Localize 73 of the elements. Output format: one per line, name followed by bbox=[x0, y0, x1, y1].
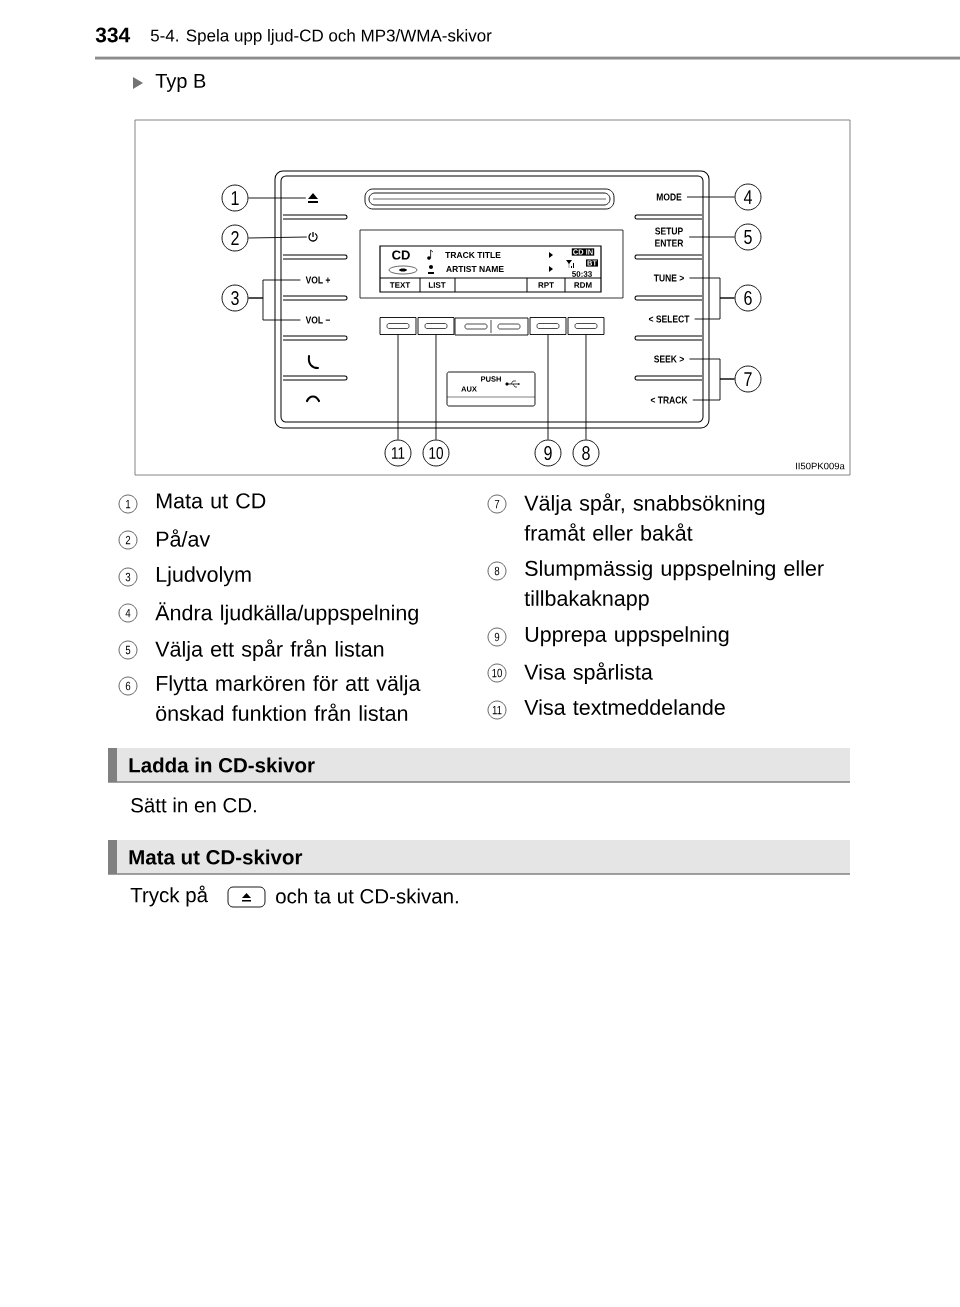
callout-number: 11 bbox=[384, 439, 412, 467]
button-label: SETUP ENTER bbox=[655, 227, 684, 247]
display-text: ARTIST NAME bbox=[446, 266, 504, 272]
page-number: 334 bbox=[95, 27, 131, 43]
item-number: 2 bbox=[118, 530, 138, 550]
display-text: LIST bbox=[428, 282, 446, 288]
callout-number: 10 bbox=[422, 439, 450, 467]
leader-line bbox=[397, 334, 399, 440]
button-label: VOL + bbox=[305, 276, 331, 284]
item-description: Välja spår, snabbsökning framåt eller bakåt bbox=[524, 493, 765, 541]
subheading: Typ B bbox=[155, 74, 206, 92]
callout-number: 2 bbox=[221, 224, 249, 252]
item-description: Flytta markören för att välja önskad funktion från listan bbox=[156, 675, 421, 721]
leader-line bbox=[692, 378, 735, 401]
callout-number: 9 bbox=[534, 439, 562, 467]
item-number: 9 bbox=[487, 627, 507, 647]
leader-line bbox=[248, 236, 308, 239]
item-number: 6 bbox=[118, 676, 138, 696]
button-label: MODE bbox=[656, 193, 682, 201]
body-text: Sätt in en CD. bbox=[131, 797, 256, 813]
eject-button bbox=[308, 193, 318, 203]
item-description: Ljudvolym bbox=[156, 566, 251, 587]
display-text: 50:33 bbox=[572, 271, 592, 277]
leader-line bbox=[585, 334, 587, 440]
button-label: TUNE > bbox=[653, 274, 684, 282]
display-text: RPT bbox=[538, 282, 554, 288]
callout-number: 5 bbox=[734, 223, 762, 251]
item-description: På/av bbox=[156, 529, 211, 547]
item-description: Mata ut CD bbox=[156, 493, 266, 509]
item-description: Visa textmeddelande bbox=[524, 699, 725, 715]
leader-line bbox=[547, 334, 549, 440]
section-heading-band: Ladda in CD-skivor bbox=[107, 748, 851, 783]
leader-line bbox=[435, 334, 437, 440]
figure-code: II50PK009a bbox=[796, 462, 845, 470]
item-description: Slumpmässig uppspelning eller tillbakaknapp bbox=[524, 560, 824, 611]
item-number: 3 bbox=[118, 567, 138, 587]
item-number: 10 bbox=[487, 663, 507, 683]
callout-number: 8 bbox=[572, 439, 600, 467]
callout-number: 3 bbox=[221, 284, 249, 312]
power-button bbox=[308, 231, 318, 242]
item-number: 1 bbox=[118, 494, 138, 514]
item-description: Upprepa uppspelning bbox=[525, 626, 729, 647]
callout-number: 1 bbox=[221, 184, 249, 212]
display-button bbox=[567, 317, 605, 335]
callout-number: 6 bbox=[734, 284, 762, 312]
item-number: 11 bbox=[487, 700, 507, 720]
item-number: 5 bbox=[118, 640, 138, 660]
button-label: < SELECT bbox=[648, 315, 690, 323]
leader-line bbox=[694, 297, 735, 320]
item-description: Ändra ljudkälla/uppspelning bbox=[155, 602, 418, 625]
leader-line bbox=[248, 197, 307, 199]
callout-number: 7 bbox=[734, 365, 762, 393]
item-number: 7 bbox=[487, 494, 507, 514]
display-text: TEXT bbox=[389, 282, 411, 288]
display-text: CD bbox=[392, 250, 410, 260]
running-header: 5-4. Spela upp ljud-CD och MP3/WMA-skivor bbox=[150, 29, 492, 45]
display-button bbox=[529, 317, 567, 335]
item-number: 8 bbox=[487, 561, 507, 581]
leader-line bbox=[686, 196, 735, 198]
display-button bbox=[379, 317, 417, 335]
leader-line bbox=[248, 297, 301, 321]
button-label: VOL − bbox=[305, 316, 331, 324]
leader-line bbox=[688, 236, 735, 238]
item-description: Välja ett spår från listan bbox=[155, 639, 384, 661]
button-label: SEEK > bbox=[654, 355, 684, 363]
button-label: < TRACK bbox=[650, 396, 688, 404]
callout-number: 4 bbox=[734, 183, 762, 211]
item-description: Visa spårlista bbox=[524, 662, 653, 684]
section-heading-band: Mata ut CD-skivor bbox=[107, 840, 851, 875]
display-text: RDM bbox=[574, 282, 592, 288]
item-number: 4 bbox=[118, 603, 138, 623]
display-button bbox=[417, 317, 455, 335]
display-text: TRACK TITLE bbox=[445, 252, 501, 258]
